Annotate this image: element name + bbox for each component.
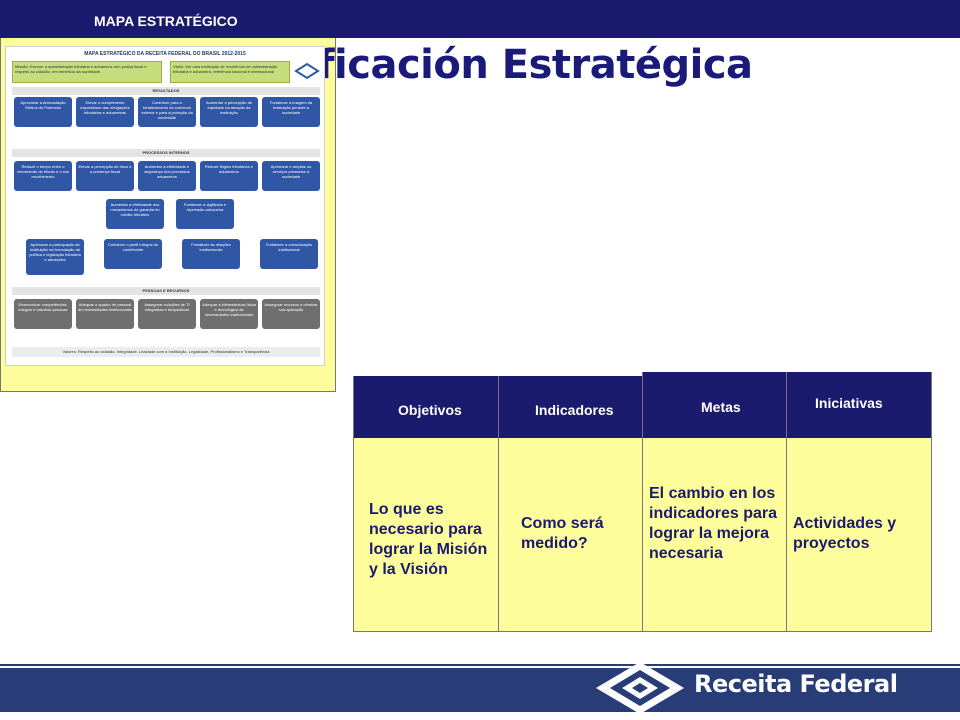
- map-result-box: Aumentar a percepção de equidade na atua…: [200, 97, 258, 127]
- footer-logo-text: Receita Federal: [694, 670, 898, 698]
- map-people-label: PESSOAS E RECURSOS: [12, 287, 320, 295]
- strategic-map-panel: MAPA ESTRATÉGICO MAPA ESTRATÉGICO DA REC…: [0, 0, 960, 392]
- map-people-box: Adequar o quadro de pessoal às necessida…: [76, 299, 134, 329]
- footer-bar: [0, 668, 960, 712]
- map-process-box: Reduzir o tempo entre o vencimento do tr…: [14, 161, 72, 191]
- map-header: MAPA ESTRATÉGICO: [0, 0, 960, 38]
- column-header: Indicadores: [499, 376, 642, 438]
- map-people-box: Assegurar soluções de TI integradas e te…: [138, 299, 196, 329]
- map-results-label: RESULTADOS: [12, 87, 320, 95]
- map-processes-label: PROCESSOS INTERNOS: [12, 149, 320, 157]
- column-body: Como será medido?: [521, 515, 604, 552]
- map-process-box: Fortalecer a vigilância e repressão adua…: [176, 199, 234, 229]
- map-people-box: Assegurar recursos e otimizar sua aplica…: [262, 299, 320, 329]
- map-process-box: Aumentar a efetividade dos mecanismos de…: [106, 199, 164, 229]
- column-body: Actividades y proyectos: [793, 515, 897, 552]
- map-process-box: Fortalecer as relações institucionais: [182, 239, 240, 269]
- map-result-box: Elevar o cumprimento espontâneo das obri…: [76, 97, 134, 127]
- map-process-box: Aumentar a efetividade e segurança dos p…: [138, 161, 196, 191]
- map-vision: Visão: Ser uma instituição de excelência…: [170, 61, 290, 83]
- column-header: Objetivos: [354, 376, 498, 438]
- column-header: Metas: [643, 372, 786, 438]
- map-image-title: MAPA ESTRATÉGICO DA RECEITA FEDERAL DO B…: [84, 51, 246, 57]
- column-body: Lo que es necesario para lograr la Misió…: [369, 501, 488, 578]
- map-people-box: Desenvolver competências, integrar e val…: [14, 299, 72, 329]
- footer-rule: [0, 664, 960, 666]
- receita-federal-logo: Receita Federal: [588, 656, 898, 716]
- map-process-box: Fortalecer a comunicação institucional: [260, 239, 318, 269]
- column-indicadores: Indicadores Como será medido?: [498, 376, 643, 632]
- column-iniciativas: Iniciativas Actividades y proyectos: [786, 372, 932, 632]
- receita-logo-small-icon: [294, 62, 320, 80]
- map-process-box: Elevar a percepção de risco e a presença…: [76, 161, 134, 191]
- map-process-box: Conhecer o perfil integral do contribuin…: [104, 239, 162, 269]
- map-process-box: Reduzir litígios tributários e aduaneiro…: [200, 161, 258, 191]
- map-result-box: Contribuir para o fortalecimento do comé…: [138, 97, 196, 127]
- column-objetivos: Objetivos Lo que es necesario para logra…: [353, 376, 499, 632]
- map-process-box: Aprimorar e ampliar os serviços prestado…: [262, 161, 320, 191]
- column-body: El cambio en los indicadores para lograr…: [649, 485, 778, 562]
- map-result-box: Fortalecer a imagem da instituição peran…: [262, 97, 320, 127]
- strategic-map-image: MAPA ESTRATÉGICO DA RECEITA FEDERAL DO B…: [5, 46, 325, 366]
- map-mission: Missão: Exercer a administração tributár…: [12, 61, 162, 83]
- map-people-box: Adequar a infraestrutura física e tecnol…: [200, 299, 258, 329]
- column-header: Iniciativas: [787, 372, 931, 438]
- column-metas: Metas El cambio en los indicadores para …: [642, 372, 787, 632]
- map-result-box: Aproximar a Arrecadação Efetiva do Poten…: [14, 97, 72, 127]
- receita-federal-emblem-icon: [596, 662, 684, 714]
- map-process-box: Aprimorar a participação da instituição …: [26, 239, 84, 275]
- map-values: Valores: Respeito ao cidadão, Integridad…: [12, 347, 320, 357]
